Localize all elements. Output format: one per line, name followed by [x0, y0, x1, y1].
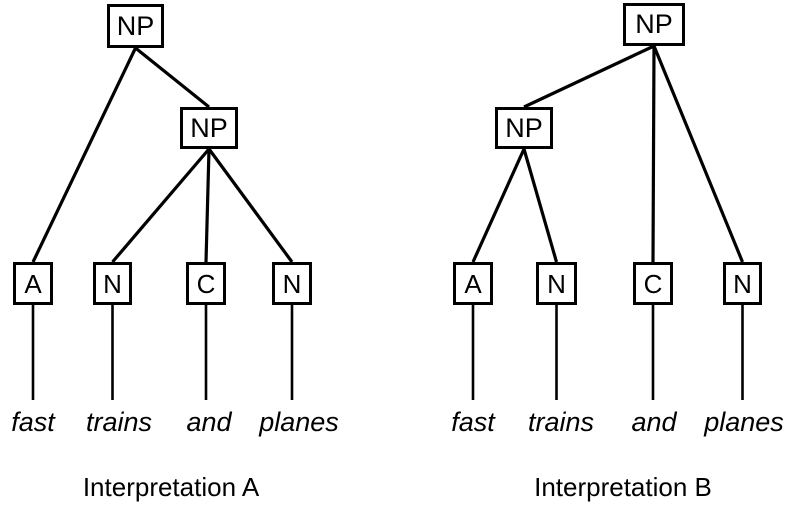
tree-node-label: N	[103, 268, 122, 299]
tree-node-np-b-root: NP	[623, 3, 685, 46]
tree-node-n-a-leaf4: N	[272, 262, 312, 305]
tree-edge	[651, 45, 656, 263]
tree-edge	[522, 148, 559, 263]
tree-edge	[207, 148, 294, 263]
tree-caption-interpretation-b: Interpretation B	[534, 472, 712, 502]
tree-node-np-a-np2: NP	[180, 107, 238, 149]
tree-edge	[652, 45, 744, 263]
tree-node-c-a-leaf3: C	[186, 262, 226, 305]
tree-node-np-a-root: NP	[107, 4, 164, 48]
tree-edge	[134, 46, 211, 109]
tree-caption-interpretation-a: Interpretation A	[82, 472, 260, 502]
tree-node-label: C	[196, 268, 216, 299]
tree-node-np-b-np2: NP	[495, 107, 553, 149]
tree-terminal-word: planes	[259, 407, 339, 437]
tree-node-n-b-leaf2: N	[536, 262, 577, 305]
tree-edge	[204, 148, 211, 263]
tree-edge	[523, 44, 655, 109]
tree-terminal-word: fast	[11, 407, 55, 437]
tree-node-label: C	[643, 268, 663, 299]
tree-edge	[471, 148, 526, 263]
tree-terminal-word: trains	[527, 407, 595, 437]
tree-terminal-word: planes	[704, 407, 784, 437]
tree-node-label: N	[733, 268, 752, 299]
tree-node-label: A	[464, 268, 482, 299]
tree-node-label: N	[547, 268, 566, 299]
tree-terminal-word: and	[631, 407, 677, 437]
tree-node-label: NP	[635, 9, 673, 39]
tree-node-n-b-leaf4: N	[723, 262, 762, 305]
tree-node-n-a-leaf2: N	[93, 262, 132, 305]
tree-node-label: NP	[190, 112, 228, 143]
tree-terminal-word: trains	[85, 407, 153, 437]
tree-node-label: N	[282, 268, 302, 299]
tree-edge	[31, 47, 137, 263]
tree-edge	[111, 147, 211, 264]
tree-node-label: NP	[505, 112, 543, 143]
tree-terminal-word: fast	[451, 407, 495, 437]
tree-terminal-word: and	[186, 407, 232, 437]
tree-node-a-b-leaf1: A	[453, 262, 493, 305]
tree-node-c-b-leaf3: C	[633, 262, 673, 305]
tree-node-label: NP	[116, 10, 155, 41]
tree-node-label: A	[24, 268, 42, 299]
tree-node-a-a-leaf1: A	[13, 262, 53, 305]
